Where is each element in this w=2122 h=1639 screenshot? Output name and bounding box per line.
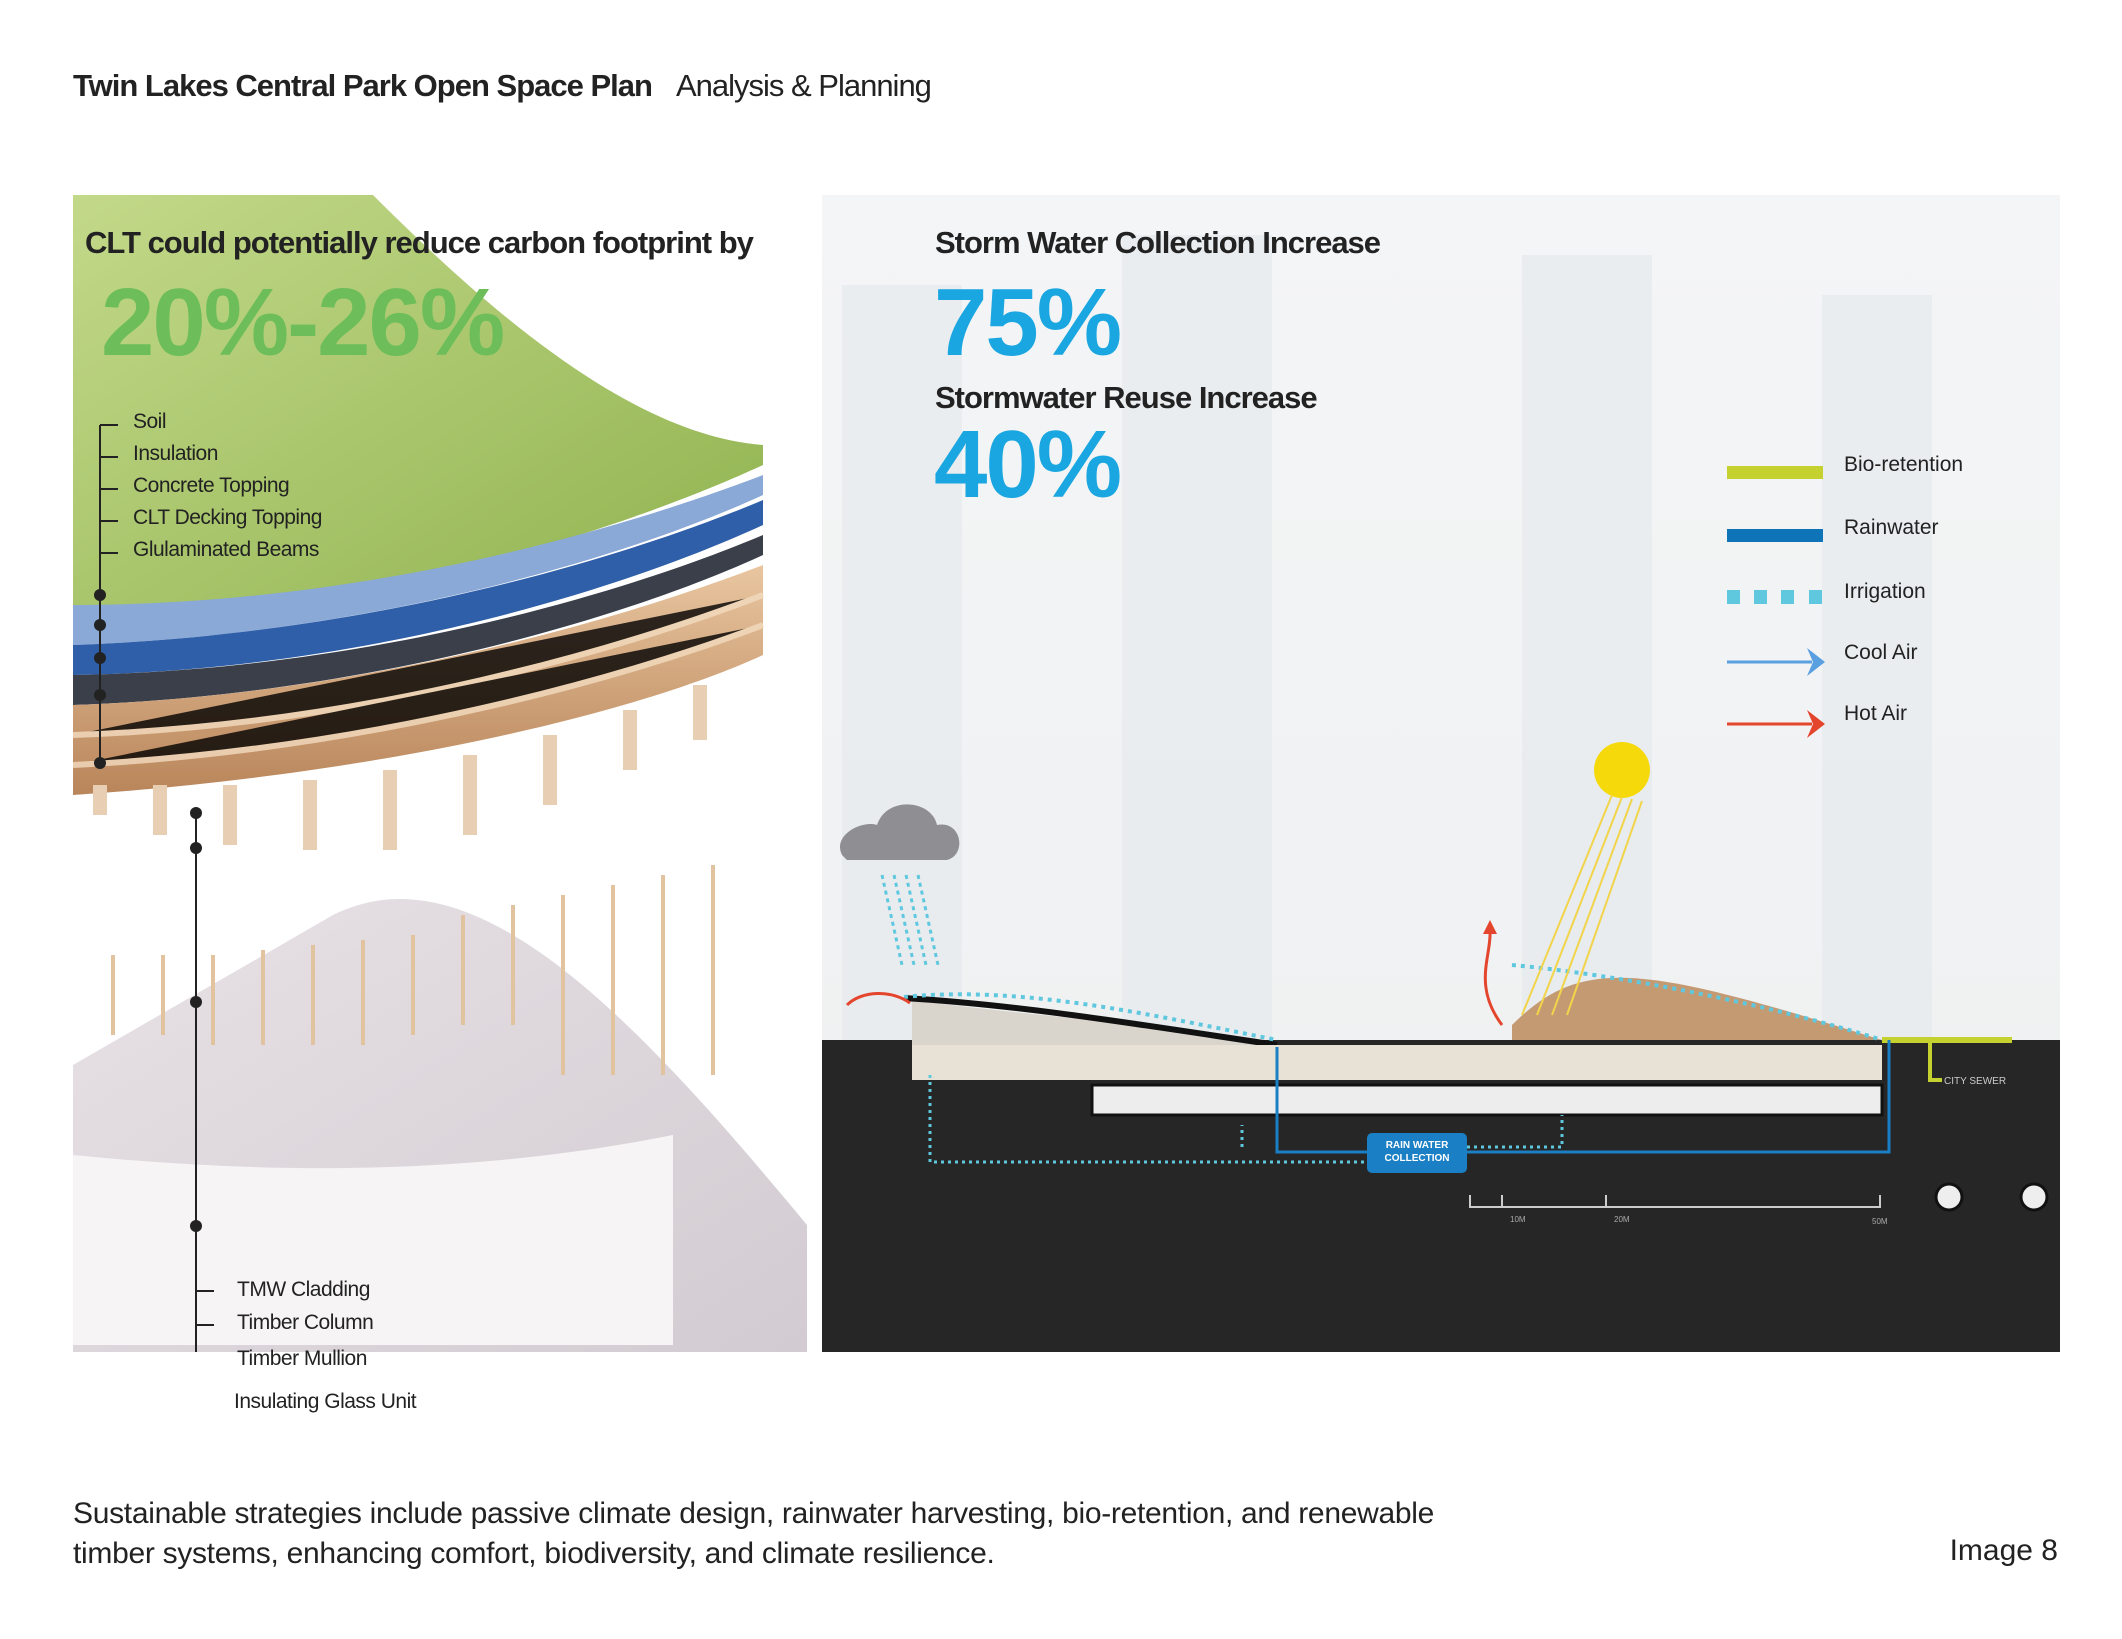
clt-exploded-illustration xyxy=(73,195,807,1352)
reuse-headline: Stormwater Reuse Increase xyxy=(935,380,1318,415)
layer-label-clt-decking: CLT Decking Topping xyxy=(133,506,322,529)
layer-label-cladding: TMW Cladding xyxy=(237,1278,370,1301)
cool-air-arrow-icon xyxy=(1727,648,1825,676)
layer-label-glass: Insulating Glass Unit xyxy=(234,1390,417,1413)
site-section-illustration xyxy=(822,235,2060,1352)
layer-label-mullion: Timber Mullion xyxy=(237,1347,367,1370)
storm-water-stat: 75% xyxy=(934,269,1122,376)
page-header: Twin Lakes Central Park Open Space Plan A… xyxy=(73,68,932,104)
rain-water-line1: RAIN WATER xyxy=(1385,1140,1449,1151)
stormwater-panel: Storm Water Collection Increase 75% Stor… xyxy=(822,195,2060,1352)
legend-bio-retention: Bio-retention xyxy=(1844,453,1964,476)
legend-cool-air: Cool Air xyxy=(1844,641,1918,664)
bio-retention-swatch xyxy=(1727,466,1823,479)
legend-irrigation: Irrigation xyxy=(1844,580,1926,603)
legend-rainwater: Rainwater xyxy=(1844,516,1939,539)
rain-water-collection-label: RAIN WATER COLLECTION xyxy=(1367,1139,1467,1165)
layer-label-concrete: Concrete Topping xyxy=(133,474,290,497)
caption-line-2: timber systems, enhancing comfort, biodi… xyxy=(73,1537,995,1570)
legend-hot-air: Hot Air xyxy=(1844,702,1908,725)
caption-line-1: Sustainable strategies include passive c… xyxy=(73,1497,1434,1530)
layer-label-soil: Soil xyxy=(133,410,167,433)
layer-label-column: Timber Column xyxy=(237,1311,374,1334)
hot-air-arrow-icon xyxy=(1727,710,1825,738)
scale-50m: 50M xyxy=(1872,1217,1888,1226)
scale-10m: 10M xyxy=(1510,1215,1526,1224)
rain-water-line2: COLLECTION xyxy=(1384,1153,1450,1164)
reuse-stat: 40% xyxy=(934,411,1122,518)
page-title: Twin Lakes Central Park Open Space Plan xyxy=(73,68,653,103)
image-number: Image 8 xyxy=(1949,1534,2058,1567)
clt-panel: CLT could potentially reduce carbon foot… xyxy=(73,195,807,1352)
clt-headline: CLT could potentially reduce carbon foot… xyxy=(85,225,754,260)
caption: Sustainable strategies include passive c… xyxy=(73,1494,1434,1574)
city-sewer-label: CITY SEWER xyxy=(1944,1076,2007,1087)
layer-label-insulation: Insulation xyxy=(133,442,218,465)
storm-water-headline: Storm Water Collection Increase xyxy=(935,225,1381,260)
layer-label-glulam: Glulaminated Beams xyxy=(133,538,319,561)
carbon-reduction-stat: 20%-26% xyxy=(101,269,505,376)
scale-20m: 20M xyxy=(1614,1215,1630,1224)
irrigation-swatch xyxy=(1727,590,1822,604)
rainwater-swatch xyxy=(1727,529,1823,542)
page-subtitle: Analysis & Planning xyxy=(675,68,932,103)
